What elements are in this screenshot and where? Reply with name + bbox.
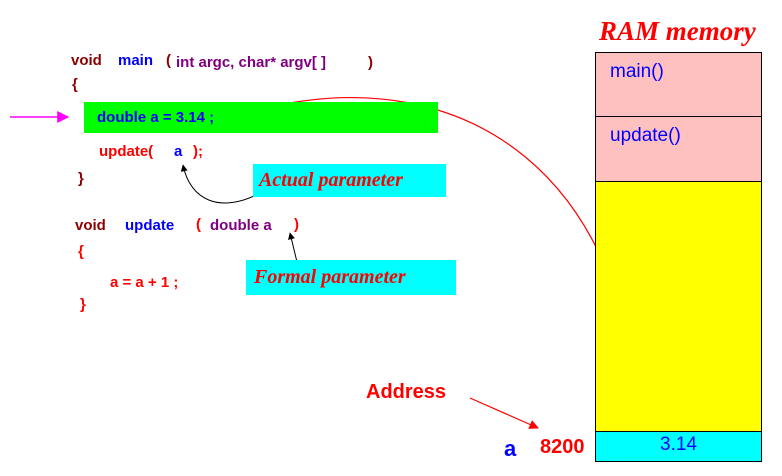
ram-segment-update-label: update() [610,125,681,146]
actual-parameter-label: Actual parameter [253,164,446,197]
ram-free-space [596,182,761,432]
address-label: Address [366,381,447,403]
main-close-brace: } [78,170,84,187]
ram-memory-block: main() update() 3.14 [595,52,762,462]
main-params: int argc, char* argv[ ] [176,54,327,71]
actual-parameter-arrow [180,164,263,204]
main-open-brace: { [72,76,78,93]
ram-segment-main: main() [596,53,761,117]
update-body: a = a + 1 ; [110,274,179,291]
call-argument: a [174,143,183,160]
current-line-highlight [84,102,438,133]
main-open-paren: ( [166,52,171,69]
actual-parameter-text: Actual parameter [259,169,403,191]
update-function-name: update [125,217,175,234]
update-close-paren: ) [294,216,299,233]
formal-parameter-label: Formal parameter [246,260,456,295]
variable-name-label: a [504,436,517,461]
update-void-keyword: void [75,217,106,234]
variable-address-label: 8200 [540,436,585,458]
ram-title: RAM memory [599,16,756,46]
update-param: double a [210,217,272,234]
main-function-name: main [118,52,154,69]
update-open-paren: ( [196,216,201,233]
main-close-paren: ) [368,54,373,71]
formal-parameter-text: Formal parameter [254,266,406,288]
ram-segment-main-label: main() [610,61,664,82]
call-end: ); [193,143,203,160]
ram-cell-value: 3.14 [660,434,697,455]
ram-cell-a: 3.14 [596,432,761,461]
call-function: update( [99,143,154,160]
main-void-keyword: void [71,52,102,69]
address-arrow [469,397,539,429]
update-close-brace: } [80,296,86,313]
formal-parameter-arrow [288,232,298,263]
ram-segment-update: update() [596,117,761,182]
declaration-statement: double a = 3.14 ; [97,109,215,126]
update-open-brace: { [78,243,84,260]
